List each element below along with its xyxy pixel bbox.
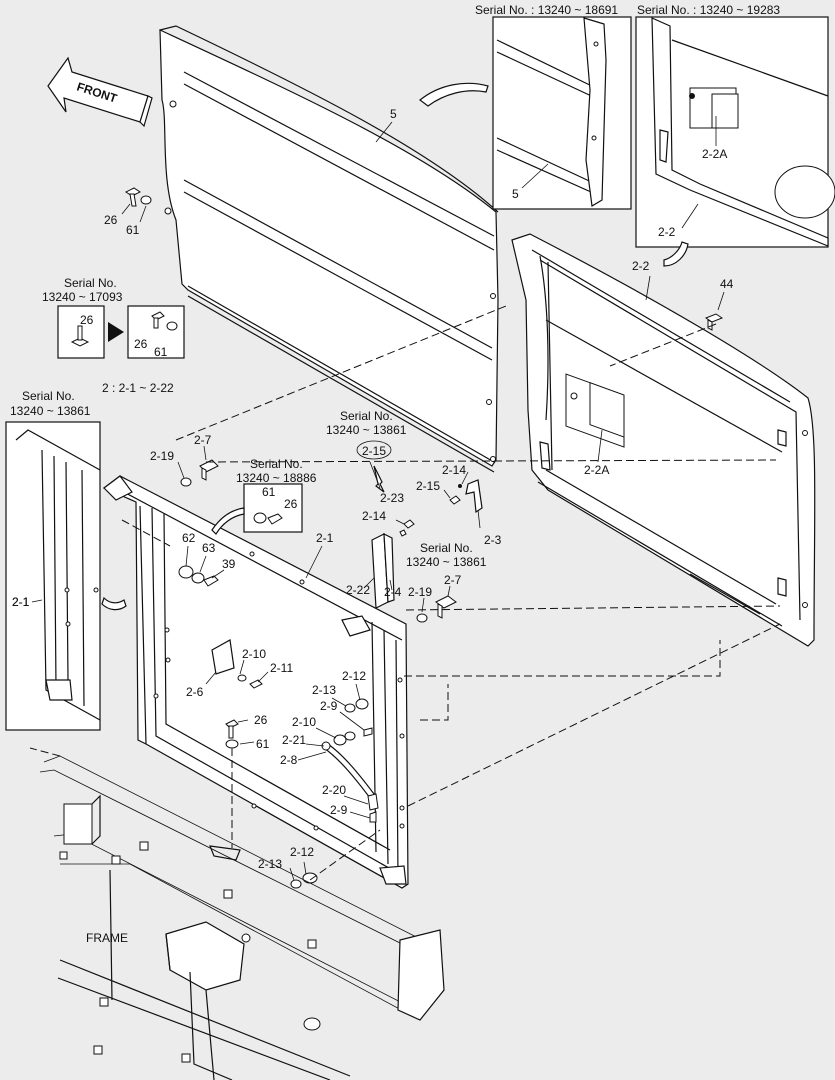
serial-note-panel-5: Serial No. : 13240 ~ 18691 xyxy=(475,3,618,17)
inset-pointer-arrow-icon-3 xyxy=(101,596,127,611)
callout-2-11: 2-11 xyxy=(270,661,293,675)
callout-44: 44 xyxy=(720,277,734,291)
callout-26-low: 26 xyxy=(254,713,268,727)
callout-2-6: 2-6 xyxy=(186,685,204,699)
callout-frame: FRAME xyxy=(86,931,128,945)
upper-panel-5 xyxy=(159,25,499,473)
callout-range: 2 : 2-1 ~ 2-22 xyxy=(102,381,174,395)
bolt-2-7-top xyxy=(199,445,219,481)
serial-note-bolt-line1: Serial No. xyxy=(64,276,117,290)
callout-2-12-b: 2-12 xyxy=(290,845,314,859)
callout-labels: 5 2-2 2-1 2-1 26 61 44 2-7 2-19 62 63 39… xyxy=(12,107,734,945)
inset-part-5: 5 xyxy=(512,187,519,201)
rear-panel-2-2 xyxy=(511,233,816,647)
serial-note-panel-2-2: Serial No. : 13240 ~ 19283 xyxy=(637,3,780,17)
serial-note-washer-line2: 13240 ~ 18886 xyxy=(236,471,317,485)
callout-2-4: 2-4 xyxy=(384,585,402,599)
callout-2-20: 2-20 xyxy=(322,783,346,797)
washer-box-61: 61 xyxy=(262,485,276,499)
callout-2-2A: 2-2A xyxy=(584,463,609,477)
callout-2-2: 2-2 xyxy=(632,259,650,273)
serial-inset-panel-2-2: 2-2A 2-2 xyxy=(635,16,835,248)
bracket-2-6 xyxy=(205,639,269,689)
chassis-frame xyxy=(29,747,445,1080)
callout-62: 62 xyxy=(182,531,196,545)
callout-2-13-b: 2-13 xyxy=(258,857,282,871)
serial-note-left-line1: Serial No. xyxy=(22,389,75,403)
callout-26-top: 26 xyxy=(104,213,118,227)
bolt-26-low xyxy=(225,719,255,749)
callout-2-19-top: 2-19 xyxy=(150,449,174,463)
bracket-2-3-2-14 xyxy=(395,471,483,537)
callout-39: 39 xyxy=(222,557,236,571)
serial-inset-frame-2-1: 2-1 xyxy=(5,421,101,731)
inset-part-2-2A: 2-2A xyxy=(702,147,727,161)
serial-note-bolt-line2: 13240 ~ 17093 xyxy=(42,290,123,304)
bolt-2-7-mid xyxy=(416,585,457,623)
inset-part-2-2: 2-2 xyxy=(658,225,676,239)
callout-2-21: 2-21 xyxy=(282,733,306,747)
callout-2-7-mid: 2-7 xyxy=(444,573,462,587)
inset-pointer-arrow-icon-2 xyxy=(663,241,689,267)
alignment-guides xyxy=(121,305,781,881)
serial-note-washer-line1: Serial No. xyxy=(250,457,303,471)
callout-2-10-a: 2-10 xyxy=(242,647,266,661)
serial-note-right-line2: 13240 ~ 13861 xyxy=(406,555,487,569)
serial-note-mid-line2: 13240 ~ 13861 xyxy=(326,423,407,437)
callout-2-22: 2-22 xyxy=(346,583,370,597)
callout-2-7-top: 2-7 xyxy=(194,433,212,447)
serial-note-mid-line1: Serial No. xyxy=(340,409,393,423)
callout-2-14-b: 2-14 xyxy=(362,509,386,523)
bracket-2-22-2-4 xyxy=(363,532,395,609)
front-arrow-icon: FRONT xyxy=(47,56,153,128)
callout-2-19-mid: 2-19 xyxy=(408,585,432,599)
bolt-26-top xyxy=(121,187,152,223)
ring-2-15-icon xyxy=(356,440,392,460)
callout-5: 5 xyxy=(390,107,397,121)
callout-ring-2-15: 2-15 xyxy=(362,444,386,458)
callout-2-9-b: 2-9 xyxy=(330,803,348,817)
callout-2-1: 2-1 xyxy=(316,531,334,545)
inset-pointer-arrow-icon-4 xyxy=(211,507,245,535)
callout-2-1-left: 2-1 xyxy=(12,595,30,609)
linkage-2-8 xyxy=(289,698,379,889)
serial-note-left-line2: 13240 ~ 13861 xyxy=(10,404,91,418)
inset-part-2-1: 2-1 xyxy=(12,595,30,609)
new-bolt-26: 26 xyxy=(134,337,148,351)
replacement-arrow-icon xyxy=(108,322,124,342)
callout-2-9-a: 2-9 xyxy=(320,699,338,713)
callout-2-13-a: 2-13 xyxy=(312,683,336,697)
callout-2-3: 2-3 xyxy=(484,533,502,547)
callout-61-top: 61 xyxy=(126,223,140,237)
washer-box-26: 26 xyxy=(284,497,298,511)
nut-2-19-top xyxy=(177,461,192,487)
serial-inset-panel-5: 5 xyxy=(492,16,632,210)
serial-box-new-bolt: 26 61 xyxy=(127,305,185,359)
serial-box-washer: 61 26 xyxy=(243,483,303,533)
washers-62-63-bolt-39 xyxy=(178,545,225,587)
bolt-44 xyxy=(704,291,725,331)
callout-61-low: 61 xyxy=(256,737,270,751)
inset-pointer-arrow-icon xyxy=(419,82,489,107)
pointer-arrow-2-15 xyxy=(373,465,385,493)
callout-2-12-a: 2-12 xyxy=(342,669,366,683)
serial-box-old-bolt: 26 xyxy=(57,305,105,359)
callout-63: 63 xyxy=(202,541,216,555)
callout-2-10-b: 2-10 xyxy=(292,715,316,729)
callout-2-14-a: 2-14 xyxy=(442,463,466,477)
callout-2-8: 2-8 xyxy=(280,753,298,767)
callout-2-15: 2-15 xyxy=(416,479,440,493)
new-washer-61: 61 xyxy=(154,345,168,359)
serial-note-right-line1: Serial No. xyxy=(420,541,473,555)
callout-2-23: 2-23 xyxy=(380,491,404,505)
old-bolt-26: 26 xyxy=(80,313,94,327)
